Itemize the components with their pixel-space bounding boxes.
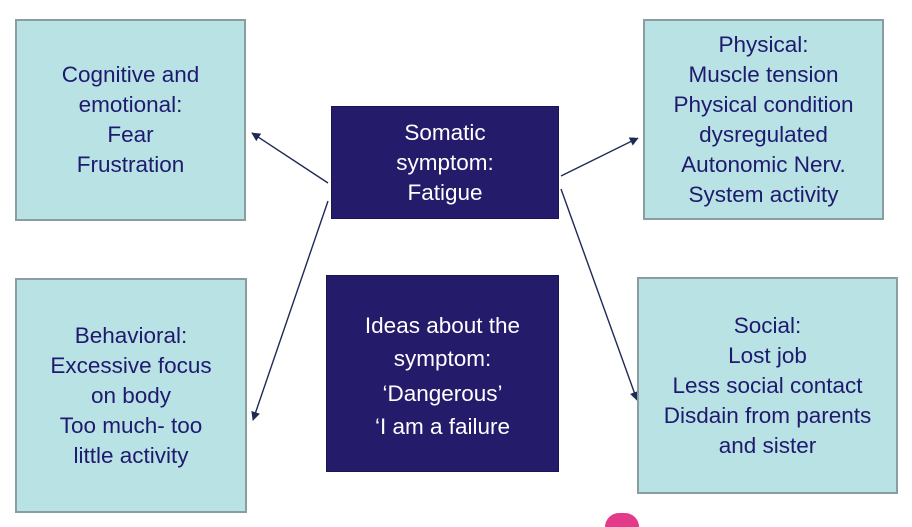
ideas-line: symptom: <box>393 345 492 371</box>
behavioral-line: Too much- too <box>59 412 203 438</box>
arrow-to-cognitive <box>251 132 329 184</box>
cognitive-emotional-box: Cognitive and emotional: Fear Frustratio… <box>15 19 246 221</box>
cognitive-line: Cognitive and <box>61 62 200 87</box>
somatic-line: symptom: <box>396 149 494 175</box>
physical-line: dysregulated <box>699 121 828 147</box>
social-line: Lost job <box>728 342 807 368</box>
behavioral-line: on body <box>90 382 172 408</box>
physical-line: System activity <box>688 181 839 207</box>
cognitive-line: emotional: <box>78 92 183 117</box>
social-line: and sister <box>718 432 817 458</box>
somatic-line: Somatic <box>404 119 486 145</box>
cognitive-line: Frustration <box>76 152 185 177</box>
social-box: Social: Lost job Less social contact Dis… <box>637 277 898 494</box>
behavioral-line: little activity <box>73 442 189 468</box>
physical-line: Physical condition <box>673 91 854 117</box>
arrow-to-physical <box>560 137 639 177</box>
behavioral-box: Behavioral: Excessive focus on body Too … <box>15 278 247 513</box>
social-line: Disdain from parents <box>663 402 872 428</box>
ideas-about-symptom-box: Ideas about the symptom: ‘Dangerous’ ‘I … <box>326 275 559 472</box>
ideas-line: ‘I am a failure <box>374 413 511 439</box>
social-line: Less social contact <box>672 372 863 398</box>
behavioral-line: Behavioral: <box>74 322 188 348</box>
physical-box: Physical: Muscle tension Physical condit… <box>643 19 884 220</box>
physical-line: Physical: <box>718 31 809 57</box>
somatic-symptom-box: Somatic symptom: Fatigue <box>331 106 559 219</box>
physical-line: Autonomic Nerv. <box>681 151 846 177</box>
behavioral-line: Excessive focus <box>50 352 212 378</box>
physical-line: Muscle tension <box>688 61 839 87</box>
ideas-line: Ideas about the <box>364 312 521 338</box>
social-line: Social: <box>733 312 802 338</box>
arrow-to-social <box>560 188 639 401</box>
arrow-to-behavioral <box>251 200 329 421</box>
ideas-line: ‘Dangerous’ <box>382 380 503 406</box>
cognitive-line: Fear <box>107 122 154 147</box>
somatic-line: Fatigue <box>407 179 483 205</box>
